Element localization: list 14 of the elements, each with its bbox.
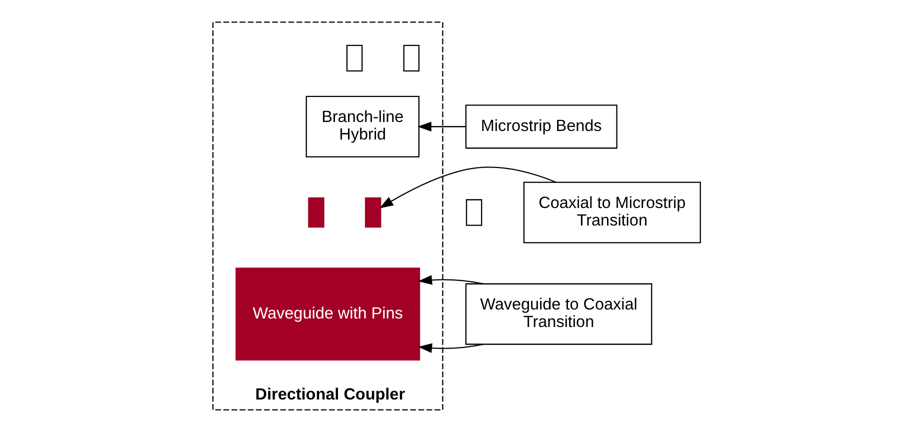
node-box: Branch-line Hybrid — [305, 96, 419, 158]
node-box: Coaxial to Microstrip Transition — [522, 182, 700, 244]
arrow — [418, 343, 483, 353]
arrow — [378, 166, 556, 208]
node-bar — [364, 197, 381, 228]
node-box: Waveguide to Coaxial Transition — [464, 283, 652, 345]
arrow — [418, 275, 483, 285]
node-box: Microstrip Bends — [464, 104, 617, 149]
node-bar — [308, 197, 324, 228]
arrow — [416, 122, 465, 132]
node-box — [465, 199, 482, 226]
node-box — [402, 44, 419, 72]
node-box — [346, 44, 362, 72]
node-box: Waveguide with Pins — [235, 268, 420, 360]
